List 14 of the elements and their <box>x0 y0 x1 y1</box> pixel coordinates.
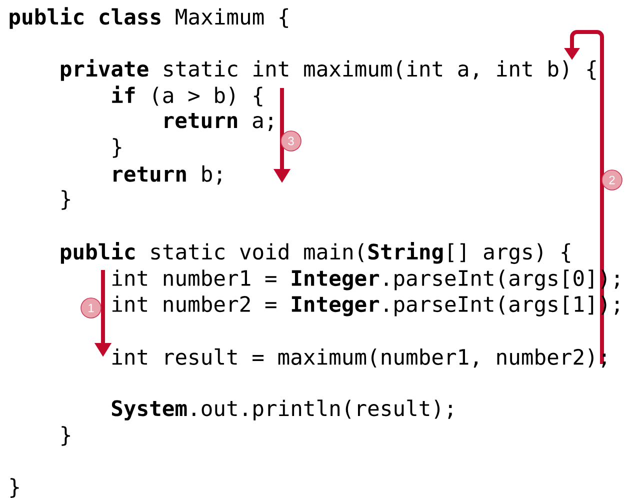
code-line: } <box>62 190 70 210</box>
code-line: public class Maximum { <box>10 7 288 29</box>
callout-number: 3 <box>280 130 302 152</box>
code-line: } <box>112 138 122 158</box>
code-line: } <box>62 426 70 446</box>
code-line: System.out.println(result); <box>112 400 452 420</box>
code-line: return a; <box>164 113 272 131</box>
code-line: public static void main(String[] args) { <box>60 242 570 264</box>
code-line: return b; <box>114 165 222 185</box>
code-line: } <box>10 478 19 498</box>
code-line: if (a > b) { <box>112 86 262 106</box>
callout-number: 1 <box>80 298 102 318</box>
code-line: private static int maximum(int a, int b) { <box>60 59 596 81</box>
callout-number: 2 <box>602 170 622 190</box>
